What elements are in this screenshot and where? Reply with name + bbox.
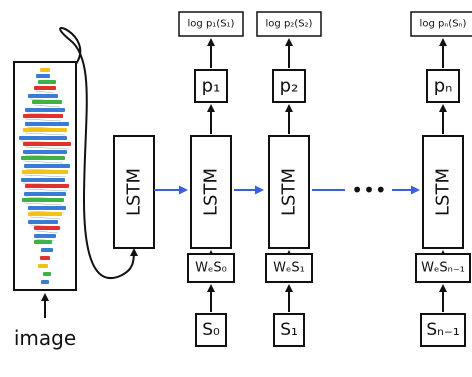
- cnn-layer-block: [28, 212, 62, 216]
- cnn-layer-block: [41, 248, 53, 252]
- cnn-layer-block: [24, 192, 66, 196]
- word-label: S₁: [280, 320, 298, 340]
- cnn-layer-connector: [29, 216, 61, 220]
- cnn-layer-connector: [24, 132, 66, 136]
- cnn-architecture-icon: [19, 68, 71, 284]
- cnn-layer-block: [34, 226, 60, 230]
- cnn-layer-block: [28, 206, 66, 210]
- cnn-layer-block: [28, 94, 58, 98]
- word-label: S₀: [202, 320, 220, 340]
- output-box: [256, 11, 322, 37]
- output-box: [410, 11, 472, 37]
- cnn-layer-connector: [35, 230, 59, 234]
- cnn-layer-connector: [24, 146, 70, 150]
- cnn-layer-block: [23, 150, 67, 154]
- lstm-box: [268, 135, 310, 249]
- word-label: Sₙ₋₁: [426, 320, 459, 340]
- embedding-box: [415, 253, 471, 283]
- word-box: [420, 313, 466, 347]
- cnn-layer-block: [40, 256, 50, 260]
- cnn-layer-connector: [23, 202, 63, 206]
- cnn-layer-connector: [35, 90, 55, 94]
- cnn-layer-block: [24, 164, 70, 168]
- cnn-layer-block: [21, 178, 65, 182]
- prob-label: pₙ: [434, 76, 453, 97]
- cnn-layer-block: [36, 74, 50, 78]
- lstm-label: LSTM: [201, 168, 222, 216]
- prob-box: [194, 69, 228, 103]
- cnn-image: [13, 61, 77, 291]
- cnn-layer-block: [43, 272, 51, 276]
- cnn-layer-block: [25, 108, 65, 112]
- embedding-label: WₑS₁: [273, 261, 305, 276]
- cnn-layer-block: [23, 142, 71, 146]
- lstm-box: [422, 135, 464, 249]
- embedding-label: WₑS₀: [195, 261, 227, 276]
- cnn-layer-block: [34, 86, 56, 90]
- cnn-layer-block: [38, 264, 48, 268]
- cnn-layer-connector: [26, 188, 68, 192]
- prob-label: p₂: [280, 76, 299, 97]
- image-to-lstm-connector: [59, 27, 138, 279]
- unrolled-columns: log p₁(S₁) p₁ LSTM WₑS₀ S₀ log p₂(S₂) p₂ LSTM Wₑ…: [178, 11, 472, 347]
- output-box: [178, 11, 244, 37]
- prob-label: p₁: [202, 76, 221, 97]
- ellipsis: •••: [351, 178, 386, 202]
- cnn-layer-block: [34, 234, 56, 238]
- embedding-box: [265, 253, 313, 283]
- cnn-layer-block: [28, 220, 58, 224]
- cnn-layer-block: [21, 156, 65, 160]
- cnn-layer-connector: [24, 118, 62, 122]
- embedding-box: [187, 253, 235, 283]
- output-label: log p₂(S₂): [266, 19, 313, 30]
- cnn-layer-block: [34, 240, 52, 244]
- cnn-layer-connector: [33, 104, 61, 108]
- cnn-layer-block: [41, 280, 49, 284]
- lstm-label: LSTM: [433, 168, 454, 216]
- word-box: [273, 313, 305, 347]
- cnn-layer-block: [25, 184, 69, 188]
- column-1: log p₂(S₂) p₂ LSTM WₑS₁ S₁: [256, 11, 322, 347]
- image-caption: image: [14, 326, 76, 350]
- cnn-layer-block: [22, 198, 64, 202]
- prob-box: [272, 69, 306, 103]
- lstm-box: [190, 135, 232, 249]
- cnn-layer-block: [38, 80, 56, 84]
- cnn-layer-block: [23, 114, 63, 118]
- cnn-layer-connector: [22, 160, 64, 164]
- cnn-layer-block: [40, 68, 50, 72]
- prob-box: [426, 69, 460, 103]
- image-lstm-box: [113, 135, 155, 249]
- image-lstm-label: LSTM: [124, 168, 145, 216]
- lstm-label: LSTM: [279, 168, 300, 216]
- word-box: [195, 313, 227, 347]
- cnn-layer-block: [23, 128, 67, 132]
- cnn-layer-connector: [23, 174, 67, 178]
- column-0: log p₁(S₁) p₁ LSTM WₑS₀ S₀: [178, 11, 244, 347]
- output-label: log pₙ(Sₙ): [420, 19, 467, 30]
- cnn-layer-block: [22, 170, 68, 174]
- cnn-layer-block: [19, 136, 67, 140]
- output-label: log p₁(S₁): [188, 19, 235, 30]
- cnn-layer-block: [32, 100, 62, 104]
- cnn-layer-block: [25, 122, 69, 126]
- embedding-label: WₑSₙ₋₁: [421, 261, 465, 276]
